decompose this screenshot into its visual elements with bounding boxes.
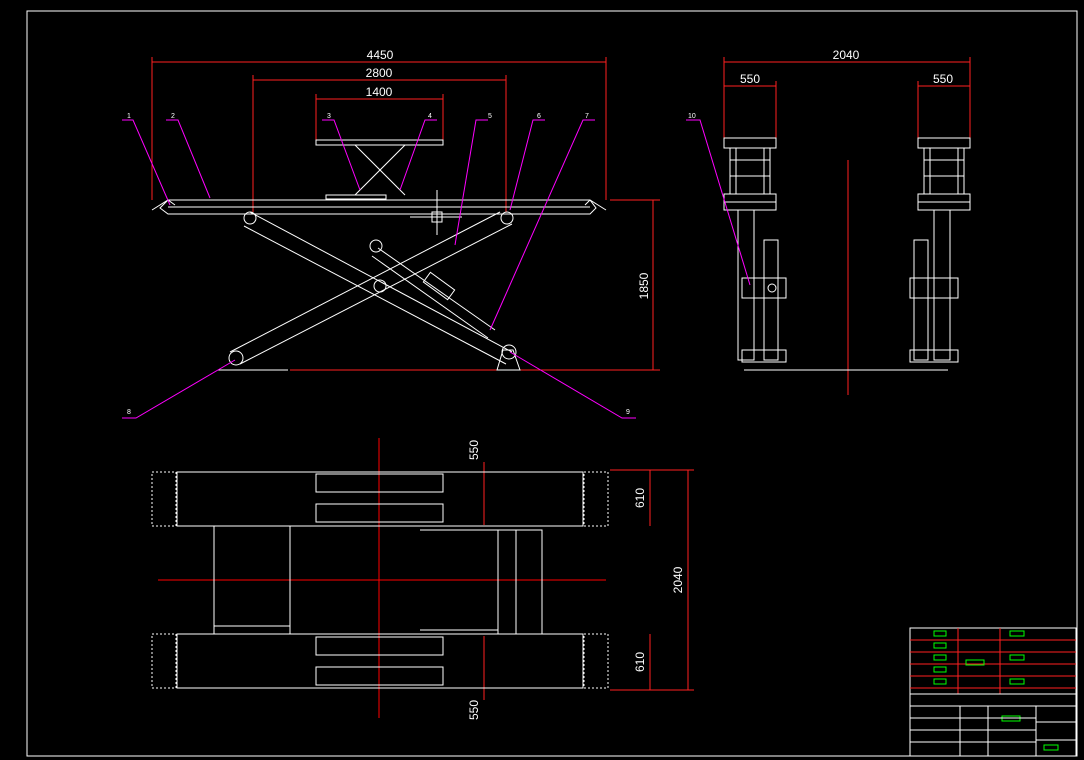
top-ramp-ll [151,633,177,689]
top-ramp-lr [583,633,609,689]
top-ramp-ul [151,471,177,527]
dim-1400: 1400 [366,85,393,99]
top-middle-frame-right [497,529,543,635]
top-view [151,438,694,718]
top-center-lines [158,438,606,718]
front-secondary-lift [315,139,444,200]
front-ramp-right [584,199,607,211]
side-dimension-lines [723,57,971,395]
dim-2800: 2800 [366,66,393,80]
side-view [723,57,971,395]
dim-top-550-upper: 550 [467,440,481,460]
top-runway-upper [176,471,584,527]
dim-top-610-upper: 610 [633,488,647,508]
front-pivots [228,211,517,366]
top-ramp-ur [583,471,609,527]
dim-side-550-left: 550 [740,72,760,86]
dim-top-610-lower: 610 [633,652,647,672]
side-leader-10 [686,119,751,286]
front-dimension-lines [151,57,660,371]
title-block [909,627,1077,757]
part-label-9: 9 [626,409,630,416]
part-label-4: 4 [428,113,432,120]
top-middle-frame-left [213,525,291,635]
front-hydraulic-cylinder [371,247,496,339]
front-base-right [496,349,521,371]
front-center-mark [410,190,462,235]
top-runway-lower [176,633,584,689]
part-label-2: 2 [171,113,175,120]
dim-side-2040: 2040 [833,48,860,62]
part-label-1: 1 [127,113,131,120]
part-label-6: 6 [537,113,541,120]
part-label-5: 5 [488,113,492,120]
dim-1850: 1850 [637,272,651,299]
part-label-10: 10 [688,113,696,120]
dim-top-550-lower: 550 [467,700,481,720]
front-leader-lines [122,119,636,419]
dim-side-550-right: 550 [933,72,953,86]
side-left-column [723,137,787,363]
drawing-border [26,10,1078,757]
dim-4450: 4450 [367,48,394,62]
front-scissor-arms [229,211,513,365]
dim-top-2040: 2040 [671,566,685,593]
part-label-3: 3 [327,113,331,120]
front-view [151,57,660,371]
side-right-column [909,137,971,363]
part-label-7: 7 [585,113,589,120]
part-label-8: 8 [127,409,131,416]
